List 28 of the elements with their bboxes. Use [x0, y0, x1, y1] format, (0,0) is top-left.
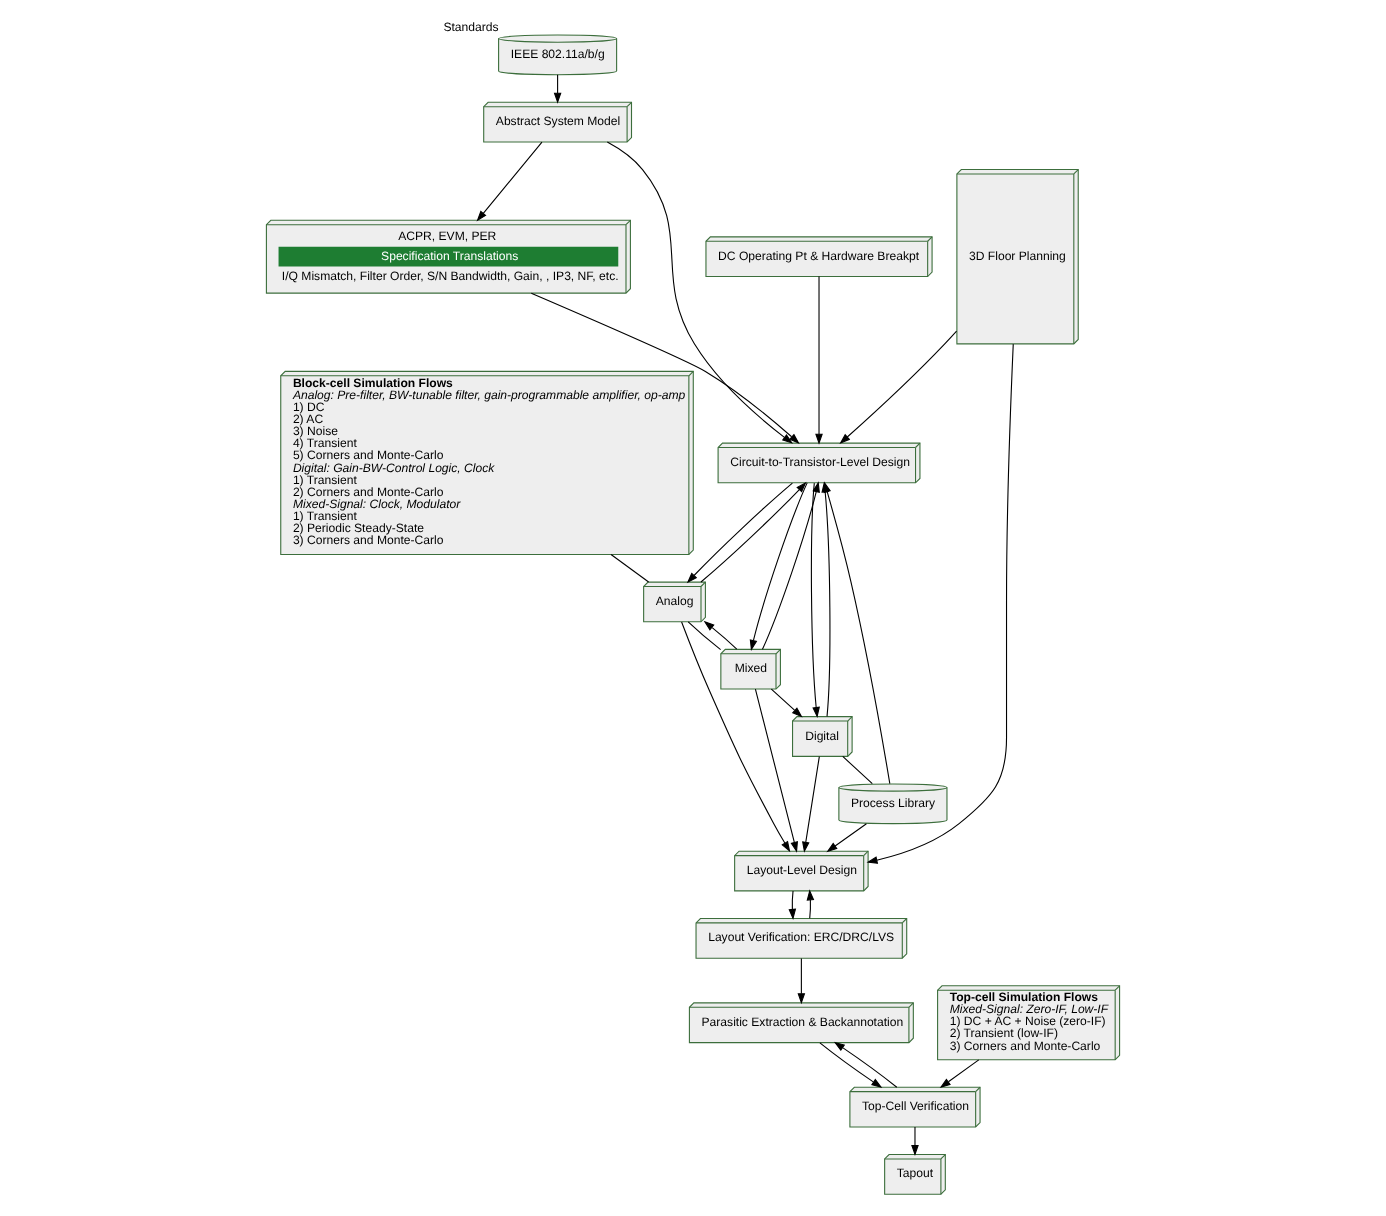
arrow [939, 1059, 980, 1089]
arrow [797, 957, 806, 1005]
arrow [761, 481, 820, 650]
arrow [802, 756, 820, 853]
arrow [806, 889, 815, 919]
arrow [770, 688, 803, 718]
arrow [819, 1042, 883, 1088]
connector [687, 621, 722, 651]
connector [842, 755, 873, 785]
arrow [606, 141, 793, 444]
arrow [553, 74, 562, 104]
arrow [826, 823, 867, 853]
arrow [749, 482, 808, 651]
arrow [815, 276, 823, 445]
arrow [839, 330, 958, 445]
arrow [686, 482, 793, 584]
arrow [833, 1041, 898, 1088]
arrow [911, 1126, 919, 1156]
arrow [866, 343, 1014, 864]
arrow [754, 688, 798, 853]
arrow [700, 481, 807, 583]
arrow [788, 890, 797, 920]
arrow [476, 141, 543, 222]
arrow [530, 292, 800, 444]
connector [610, 554, 650, 583]
arrow [681, 621, 791, 853]
arrow [810, 482, 820, 718]
arrow [703, 620, 738, 650]
